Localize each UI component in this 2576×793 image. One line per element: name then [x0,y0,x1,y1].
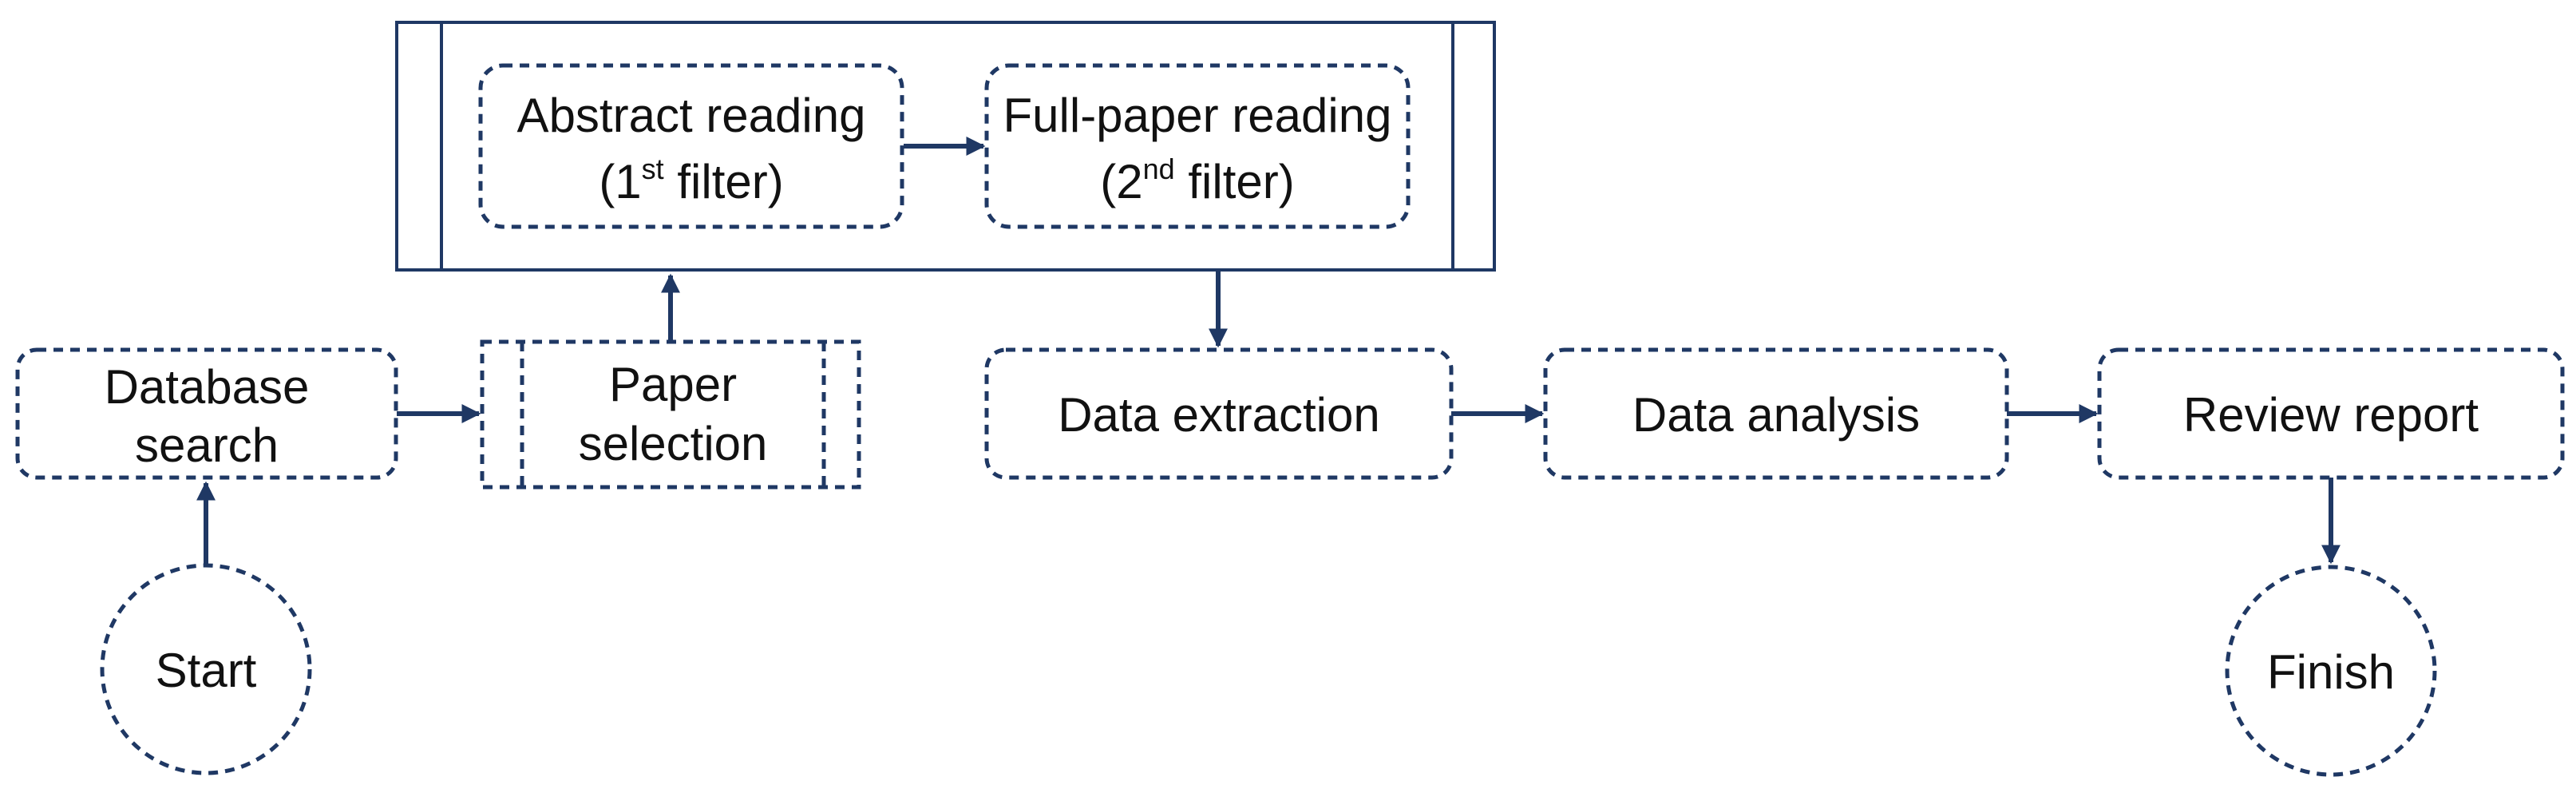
data-extraction-node: Data extraction [984,347,1454,480]
paper-selection-node: Paper selection [480,339,861,490]
full-paper-reading-filter-label: (2nd filter) [1100,153,1294,208]
abstract-reading-node: Abstract reading (1st filter) [478,63,904,229]
start-label: Start [156,644,257,697]
database-search-label-line2: search [135,418,279,472]
full-paper-reading-node: Full-paper reading (2nd filter) [984,63,1411,229]
database-search-node: Database search [15,347,398,480]
database-search-label-line1: Database [105,360,310,414]
review-report-node: Review report [2097,347,2565,480]
abstract-reading-filter-label: (1st filter) [599,153,783,208]
finish-node: Finish [2225,565,2437,777]
start-node: Start [100,563,312,775]
paper-selection-label-line2: selection [579,417,768,470]
abstract-reading-label: Abstract reading [517,89,866,142]
review-report-label: Review report [2183,388,2479,442]
paper-selection-label-line1: Paper [609,358,737,411]
full-paper-reading-label: Full-paper reading [1003,89,1392,142]
data-analysis-label: Data analysis [1632,388,1920,442]
data-analysis-node: Data analysis [1543,347,2009,480]
finish-label: Finish [2267,645,2395,699]
data-extraction-label: Data extraction [1058,388,1380,442]
